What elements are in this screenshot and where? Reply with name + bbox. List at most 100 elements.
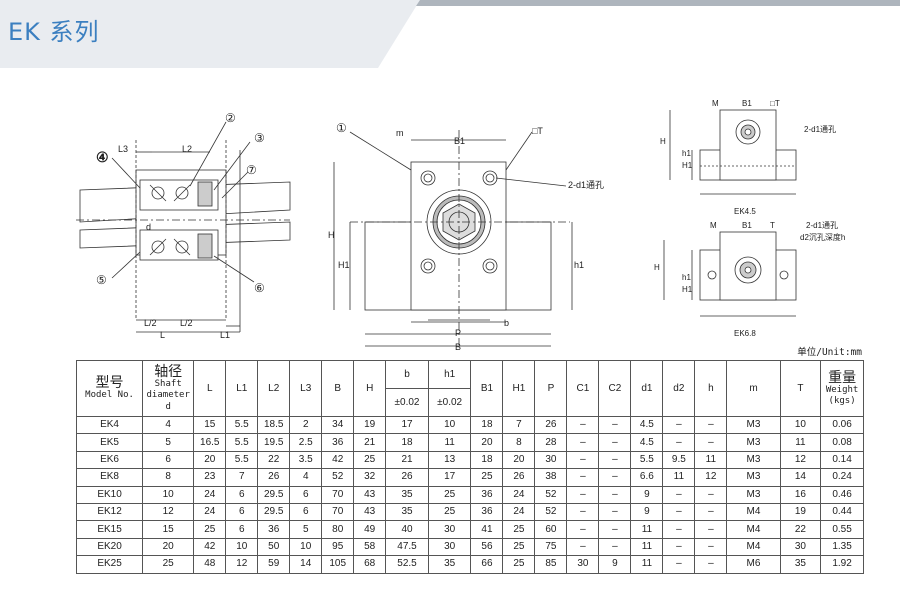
table-header-tolerance-row: ±0.02 ±0.02 xyxy=(77,388,864,417)
table-cell: 6.6 xyxy=(630,468,664,487)
label-L-half-a: L/2 xyxy=(144,318,157,328)
table-cell: 66 xyxy=(470,555,504,574)
table-cell: – xyxy=(694,415,728,435)
callout-7: ⑦ xyxy=(246,163,257,177)
table-cell: 30 xyxy=(427,520,472,539)
ek68-label-M: M xyxy=(710,221,717,230)
table-cell: 12 xyxy=(142,502,195,522)
table-cell: 35 xyxy=(779,555,822,574)
table-cell: 20 xyxy=(470,433,504,452)
table-cell: 25 xyxy=(502,520,536,539)
table-cell: – xyxy=(662,415,696,435)
ek45-label-M: M xyxy=(712,99,719,108)
col-B1: B1 xyxy=(470,360,504,417)
table-cell: 26 xyxy=(257,468,291,487)
table-cell: 11 xyxy=(630,537,664,557)
table-cell: 58 xyxy=(353,537,387,557)
table-cell: 49 xyxy=(353,520,387,539)
table-cell: 20 xyxy=(502,450,536,470)
table-cell: M4 xyxy=(726,537,781,557)
table-cell: 3.5 xyxy=(289,450,323,470)
unit-note: 单位/Unit:mm xyxy=(797,347,862,358)
table-cell: – xyxy=(694,520,728,539)
table-cell: 24 xyxy=(502,502,536,522)
callout-4: ④ xyxy=(96,149,109,165)
table-cell: 25 xyxy=(470,468,504,487)
table-cell: 22 xyxy=(257,450,291,470)
label-B1: B1 xyxy=(454,136,465,146)
table-cell: 9 xyxy=(630,485,664,504)
table-cell: 68 xyxy=(353,555,387,574)
table-cell: 26 xyxy=(534,415,568,435)
ek45-label-2d1: 2-d1通孔 xyxy=(804,124,836,134)
ek45-label-h1: h1 xyxy=(682,149,691,158)
spec-table: 型号 Model No. 轴径 Shaft diameter d L L1 L2… xyxy=(75,360,864,574)
table-cell: 9.5 xyxy=(662,450,696,470)
front-view-drawing xyxy=(333,130,573,347)
table-cell: 4 xyxy=(142,415,195,435)
col-L: L xyxy=(193,360,227,417)
callout-2: ② xyxy=(225,111,236,125)
table-cell: 25 xyxy=(502,537,536,557)
table-cell: 30 xyxy=(566,555,600,574)
table-cell: 12 xyxy=(225,555,259,574)
label-L1: L1 xyxy=(220,330,230,340)
table-cell: 12 xyxy=(779,450,822,470)
table-cell: 25 xyxy=(142,555,195,574)
ek45-label-T: □T xyxy=(770,99,780,108)
table-cell: – xyxy=(598,502,632,522)
table-cell: 6 xyxy=(289,485,323,504)
col-model: 型号 Model No. xyxy=(75,360,144,417)
table-cell: – xyxy=(598,520,632,539)
table-cell: 20 xyxy=(193,450,227,470)
table-cell: 21 xyxy=(385,450,429,470)
table-cell: – xyxy=(662,502,696,522)
table-cell: 16 xyxy=(779,485,822,504)
table-cell: 26 xyxy=(502,468,536,487)
table-cell: 5 xyxy=(142,433,195,452)
table-cell: 7 xyxy=(225,468,259,487)
col-h: h xyxy=(694,360,728,417)
ek68-label-h1: h1 xyxy=(682,273,691,282)
table-cell: 70 xyxy=(321,502,355,522)
technical-drawings: L3 L2 ② ③ ⑦ ④ ⑤ ⑥ d L/2 L/2 L L1 xyxy=(76,99,845,352)
table-cell: 38 xyxy=(534,468,568,487)
table-cell: – xyxy=(662,433,696,452)
table-cell: 18 xyxy=(470,450,504,470)
table-cell: 28 xyxy=(534,433,568,452)
table-cell: – xyxy=(598,450,632,470)
table-cell: 24 xyxy=(193,502,227,522)
table-cell: 52 xyxy=(534,502,568,522)
table-cell: 21 xyxy=(353,433,387,452)
table-cell: 26 xyxy=(385,468,429,487)
table-cell: 11 xyxy=(427,433,472,452)
ek45-label-H: H xyxy=(660,137,666,146)
table-cell: 35 xyxy=(385,502,429,522)
table-cell: 35 xyxy=(427,555,472,574)
callout-5: ⑤ xyxy=(96,273,107,287)
table-cell: 47.5 xyxy=(385,537,429,557)
table-cell: – xyxy=(566,485,600,504)
table-cell: 10 xyxy=(289,537,323,557)
ek68-label-B1: B1 xyxy=(742,221,752,230)
label-L: L xyxy=(160,330,165,340)
col-d2: d2 xyxy=(662,360,696,417)
col-C2: C2 xyxy=(598,360,632,417)
table-cell: 22 xyxy=(779,520,822,539)
callout-6: ⑥ xyxy=(254,281,265,295)
table-cell: 52.5 xyxy=(385,555,429,574)
label-d: d xyxy=(146,222,151,232)
label-H1: H1 xyxy=(338,260,350,270)
table-cell: EK8 xyxy=(75,468,144,487)
table-cell: 18 xyxy=(385,433,429,452)
table-cell: 105 xyxy=(321,555,355,574)
label-2d1: 2-d1通孔 xyxy=(568,180,604,190)
col-C1: C1 xyxy=(566,360,600,417)
header-banner: EK 系列 xyxy=(0,0,900,70)
table-cell: – xyxy=(566,415,600,435)
table-cell: 18.5 xyxy=(257,415,291,435)
